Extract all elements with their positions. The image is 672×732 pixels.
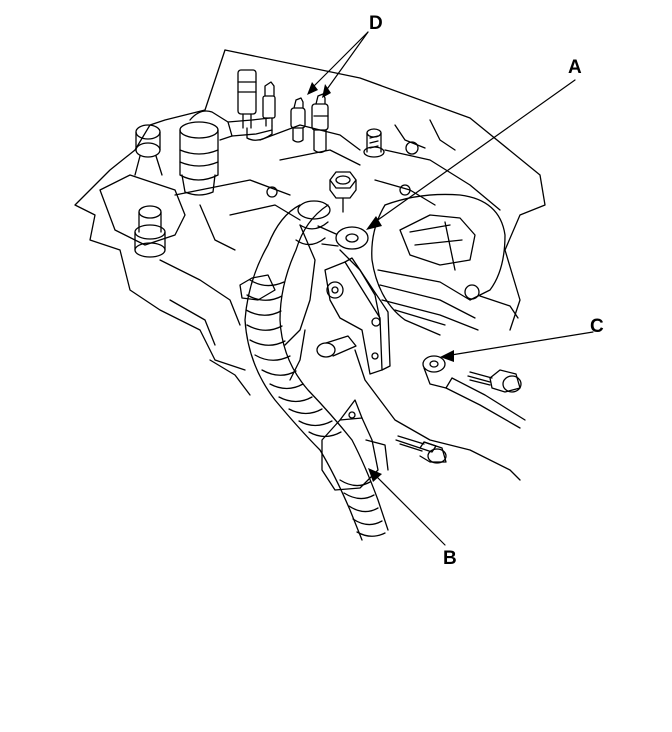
leader-lines [309,31,594,546]
arrowheads [307,82,454,482]
ground-terminal-c [422,355,526,429]
small-fastener [266,141,419,198]
left-stud-bolt [134,124,163,176]
callout-c: C [590,316,604,337]
alternator-body [371,193,519,336]
terminal-d-left [290,97,306,143]
terminal-connector-small [262,81,276,127]
terminal-connector-large [237,69,257,129]
bolt-ground [467,369,522,393]
harness-clamp-b [321,399,389,491]
terminal-d-right [311,93,329,154]
wire-lead [246,125,273,141]
callout-b: B [443,548,457,569]
engine-block [74,49,546,481]
eye-bolt [316,335,357,358]
right-stud-bolt [363,128,385,158]
ground-terminal-a [317,225,369,250]
callout-a: A [568,57,582,78]
front-stud-bolt [134,205,166,258]
nut-a [329,171,357,213]
callout-d: D [369,13,383,34]
ignition-coil [179,110,273,196]
harness-b-tube [239,200,389,541]
bolt-clamp [395,435,447,464]
mounting-bracket [324,257,391,375]
